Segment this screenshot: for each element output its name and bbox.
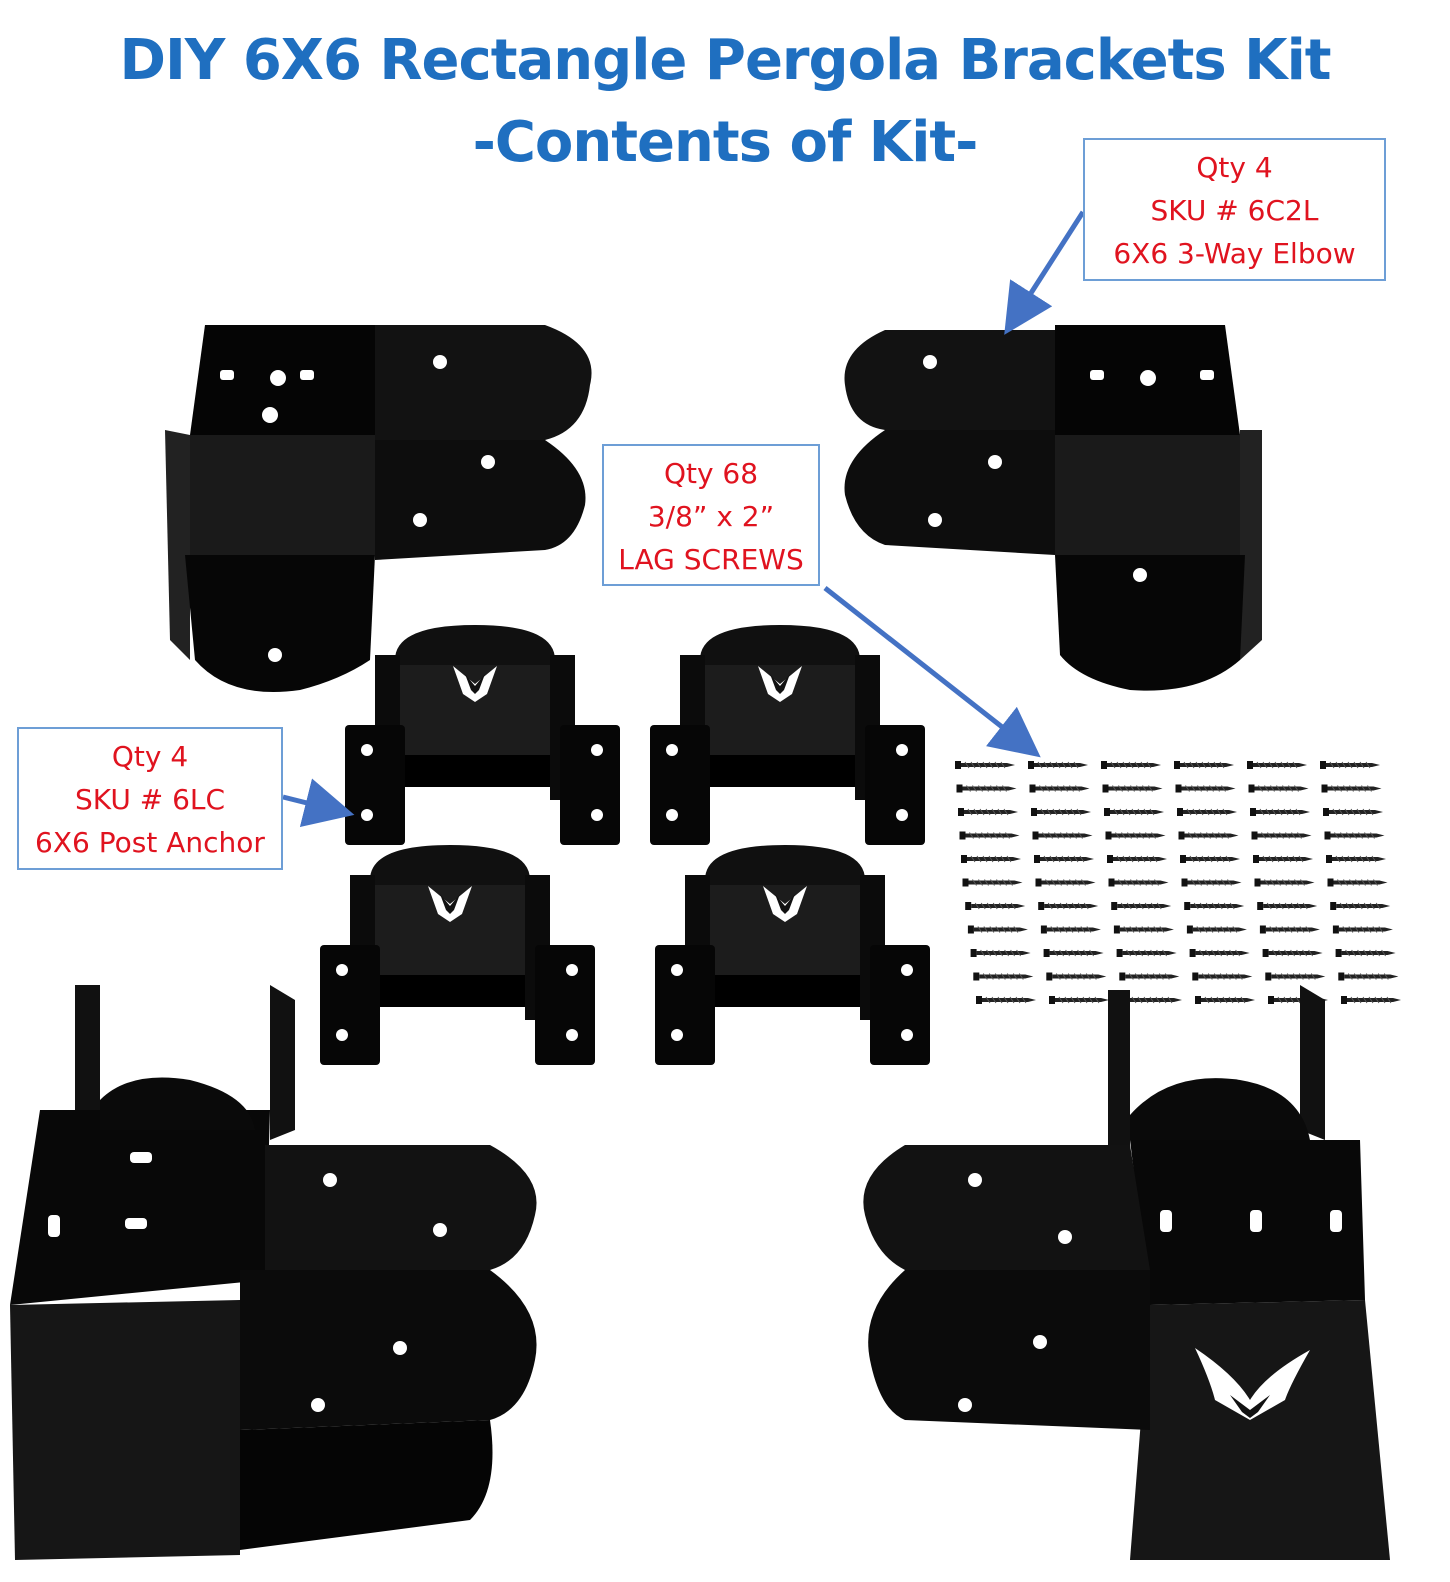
lag-screw (1040, 925, 1102, 934)
lag-screw (1340, 995, 1402, 1005)
lag-screw (1029, 784, 1090, 793)
lag-screw (1251, 831, 1312, 840)
lag-screw (1110, 901, 1172, 911)
lag-screw (1324, 831, 1385, 840)
elbow-sku: SKU # 6C2L (1150, 194, 1319, 227)
screws-name: LAG SCREWS (618, 543, 804, 576)
anchor-qty: Qty 4 (111, 740, 189, 773)
lag-screw (1186, 925, 1248, 934)
lag-screw (1262, 948, 1324, 958)
lag-screw (960, 854, 1022, 864)
post-anchor-icon (655, 845, 930, 1065)
lag-screw (1325, 854, 1387, 864)
lag-screw (1321, 784, 1382, 793)
lag-screw (957, 807, 1019, 817)
elbow-qty: Qty 4 (1196, 151, 1273, 184)
arrow-icon (1004, 210, 1086, 335)
lag-screw (1103, 807, 1165, 817)
lag-screw-icon (954, 760, 1402, 1005)
lag-screw (954, 760, 1016, 770)
lag-screw (1249, 807, 1311, 817)
lag-screw (1048, 995, 1110, 1005)
lag-screw (1037, 901, 1099, 911)
lag-screw (1045, 972, 1107, 981)
arrow-icon (823, 586, 1041, 758)
elbow-bracket-icon (10, 985, 537, 1560)
lag-screw (959, 831, 1020, 840)
lag-screw (1189, 948, 1251, 958)
elbow-bracket-icon (863, 985, 1390, 1560)
lag-screw (1322, 807, 1384, 817)
lag-screw (1043, 948, 1105, 958)
lag-screw (1319, 760, 1381, 770)
lag-screw (1256, 901, 1318, 911)
lag-screw (1116, 948, 1178, 958)
lag-screw (1178, 831, 1239, 840)
lag-screw (956, 784, 1017, 793)
lag-screw (1194, 995, 1256, 1005)
lag-screw (1102, 784, 1163, 793)
lag-screw (1030, 807, 1092, 817)
post-anchor-icon (345, 625, 620, 845)
lag-screw (1032, 831, 1093, 840)
lag-screw (1181, 878, 1242, 887)
lag-screw (1105, 831, 1166, 840)
lag-screw (967, 925, 1029, 934)
lag-screw (964, 901, 1026, 911)
lag-screw (1259, 925, 1321, 934)
lag-screw (1327, 878, 1388, 887)
lag-screw (1332, 925, 1394, 934)
lag-screw (1179, 854, 1241, 864)
lag-screw (1035, 878, 1096, 887)
lag-screw (1337, 972, 1399, 981)
lag-screw (975, 995, 1037, 1005)
lag-screw (1113, 925, 1175, 934)
lag-screw (1121, 995, 1183, 1005)
brand-logo-icon (1195, 1348, 1310, 1420)
lag-screw (1173, 760, 1235, 770)
lag-screw (1118, 972, 1180, 981)
lag-screw (1183, 901, 1245, 911)
lag-screw (1027, 760, 1089, 770)
lag-screw (1100, 760, 1162, 770)
lag-screw (1108, 878, 1169, 887)
screws-size: 3/8” x 2” (647, 500, 775, 533)
elbow-label-box: Qty 4 SKU # 6C2L 6X6 3-Way Elbow (1083, 138, 1386, 281)
elbow-bracket-icon (165, 325, 592, 692)
lag-screw (1106, 854, 1168, 864)
anchor-sku: SKU # 6LC (74, 783, 226, 816)
elbow-name: 6X6 3-Way Elbow (1113, 237, 1356, 270)
anchor-label-box: Qty 4 SKU # 6LC 6X6 Post Anchor (17, 727, 283, 870)
screws-label-box: Qty 68 3/8” x 2” LAG SCREWS (602, 444, 820, 586)
page-subtitle: -Contents of Kit- (472, 110, 979, 175)
lag-screw (1033, 854, 1095, 864)
lag-screw (1329, 901, 1391, 911)
screws-qty: Qty 68 (663, 457, 759, 490)
lag-screw (1248, 784, 1309, 793)
lag-screw (970, 948, 1032, 958)
lag-screw (1335, 948, 1397, 958)
lag-screw (1254, 878, 1315, 887)
lag-screw (962, 878, 1023, 887)
lag-screw (1175, 784, 1236, 793)
lag-screw (1246, 760, 1308, 770)
lag-screw (972, 972, 1034, 981)
anchor-name: 6X6 Post Anchor (35, 826, 265, 859)
lag-screw (1252, 854, 1314, 864)
page-title: DIY 6X6 Rectangle Pergola Brackets Kit (119, 28, 1331, 93)
elbow-bracket-icon (844, 325, 1262, 691)
arrow-icon (282, 778, 355, 827)
post-anchor-icon (320, 845, 595, 1065)
lag-screw (1191, 972, 1253, 981)
lag-screw (1264, 972, 1326, 981)
lag-screw (1176, 807, 1238, 817)
post-anchor-icon (650, 625, 925, 845)
